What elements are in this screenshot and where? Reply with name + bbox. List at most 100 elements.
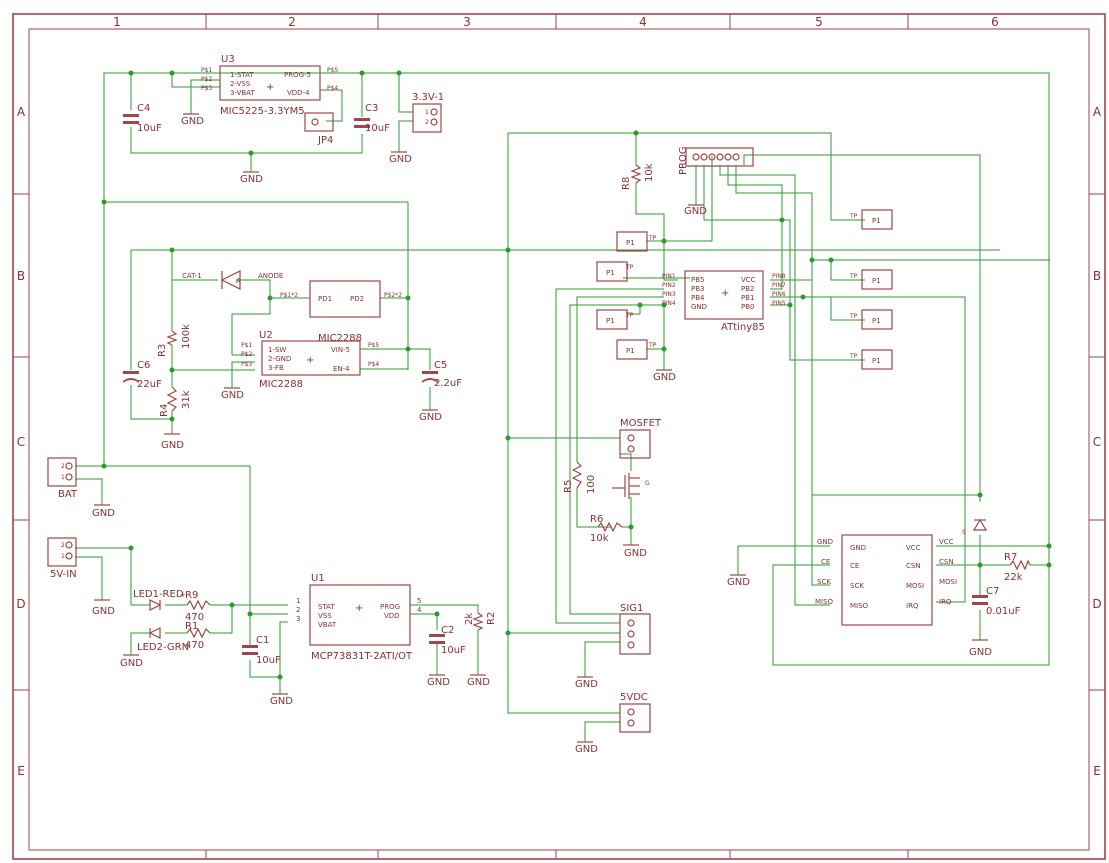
c6-ref: C6 (137, 360, 150, 371)
svg-text:TP: TP (625, 264, 634, 271)
c2-ref: C2 (441, 625, 454, 636)
r7-ref: R7 (1004, 552, 1017, 563)
u3-pin-2: 2-VSS (230, 80, 251, 88)
c3-capacitor[interactable]: C3 10uF (354, 103, 390, 134)
attiny-pin-2: PB3 (691, 285, 704, 293)
tp-left-3[interactable]: P1 TP (596, 309, 634, 330)
bat-ref: BAT (58, 489, 78, 500)
d1-diode[interactable]: CAT-1 ANODE A (182, 270, 283, 290)
bat-connector[interactable]: 2 1 BAT (47, 457, 78, 500)
vdc5-ref: 5VDC (620, 692, 648, 703)
u2-value-top: MIC2288 (318, 333, 362, 344)
gnd-16: GND (575, 676, 598, 690)
c5-capacitor[interactable]: C5 2.2uF (422, 360, 462, 389)
svg-text:GND: GND (419, 412, 442, 423)
jp4-jumper[interactable]: JP4 (304, 112, 334, 146)
svg-text:SCK: SCK (850, 582, 864, 590)
jp4-ref: JP4 (317, 135, 333, 146)
mosfet-transistor[interactable]: G (612, 473, 650, 499)
r5-resistor[interactable]: R5 100 (563, 461, 597, 494)
pd-n2: PD2 (350, 295, 364, 303)
attiny85[interactable]: ATtiny85 PB5 PB3 PB4 GND VCC PB2 PB1 PB0… (662, 270, 786, 333)
u1-pin-5: PROG (380, 603, 400, 611)
r9-resistor[interactable]: R9 470 (185, 590, 211, 623)
svg-text:1: 1 (61, 474, 65, 481)
c6-capacitor[interactable]: C6 22uF (123, 360, 162, 390)
attiny-origin: + (721, 288, 729, 299)
c1-value: 10uF (256, 655, 281, 666)
pd-n1: PD1 (318, 295, 332, 303)
svg-text:GND: GND (221, 390, 244, 401)
svg-text:GND: GND (684, 206, 707, 217)
svg-text:GND: GND (240, 174, 263, 185)
svg-text:1: 1 (61, 553, 65, 560)
tp-right-1[interactable]: P1 TP (849, 209, 893, 230)
vdc5-connector[interactable]: 5VDC (619, 692, 651, 733)
c1-capacitor[interactable]: C1 10uF (242, 635, 281, 666)
r1-value: 470 (185, 640, 204, 651)
r3-ref: R3 (157, 344, 168, 357)
svg-text:TP: TP (849, 213, 858, 220)
row-label-a: A (17, 105, 26, 119)
u2-boost[interactable]: U2 MIC2288 MIC2288 1-SW 2-GND 3-FB VIN-5… (241, 330, 379, 390)
prog-ref: PROG (678, 146, 689, 175)
connector-3v3[interactable]: 1 2 3.3V-1 (412, 92, 444, 133)
r8-resistor[interactable]: R8 10k (621, 163, 655, 190)
r6-resistor[interactable]: R6 10k (590, 514, 623, 544)
c2-capacitor[interactable]: C2 10uF (429, 625, 466, 656)
attiny-pin-7: PB2 (741, 285, 754, 293)
r4-resistor[interactable]: R4 31k (159, 386, 192, 417)
svg-text:GND: GND (817, 538, 833, 546)
tp-right-2[interactable]: P1 TP (849, 269, 893, 290)
u3-pin-5: PROG-5 (284, 71, 311, 79)
tp-right-4[interactable]: P1 TP (849, 349, 893, 370)
r6-value: 10k (590, 533, 609, 544)
led2-ref: LED2-GRN (137, 642, 189, 653)
gnd-9: GND (120, 654, 143, 669)
r7-resistor[interactable]: R7 22k (1004, 552, 1031, 583)
mosfet-connector[interactable]: MOSFET (619, 418, 662, 459)
sig1-connector[interactable]: SIG1 (619, 603, 651, 655)
gnd-18: GND (727, 574, 750, 588)
tp-left-4[interactable]: P1 TP (616, 339, 657, 360)
svg-text:MOSI: MOSI (906, 582, 924, 590)
u1-origin: + (355, 603, 363, 614)
prog-header[interactable]: PROG (678, 146, 754, 175)
tp-left-2[interactable]: P1 TP (596, 261, 634, 282)
r3-resistor[interactable]: R3 100k (157, 324, 192, 357)
u3-regulator[interactable]: U3 MIC5225-3.3YM5 1-STAT 2-VSS 3-VBAT PR… (201, 54, 338, 117)
svg-text:TP: TP (849, 353, 858, 360)
svg-text:P1: P1 (606, 317, 615, 325)
c3-ref: C3 (365, 103, 378, 114)
tp-right-3[interactable]: P1 TP (849, 309, 893, 330)
attiny-pn-7: PIN7 (772, 282, 786, 289)
svg-text:TP: TP (648, 342, 657, 349)
tp-left-1[interactable]: P1 TP (616, 231, 657, 252)
d2-diode[interactable]: S (962, 518, 988, 536)
vin5-connector[interactable]: 2 1 5V-IN (47, 537, 77, 580)
u2-pn-2: P$2 (241, 351, 252, 358)
attiny-pn-2: PIN2 (662, 282, 676, 289)
gnd-4: GND (221, 387, 244, 401)
r3-value: 100k (181, 324, 192, 349)
u1-pin-3: VBAT (318, 621, 337, 629)
pd-inductor[interactable]: PD1 PD2 P$1*2 P$2*2 (280, 280, 402, 318)
c7-capacitor[interactable]: C7 0.01uF (972, 586, 1021, 617)
led2[interactable]: LED2-GRN (137, 627, 189, 653)
u2-origin: + (306, 355, 314, 366)
rf-module[interactable]: GND CE SCK MISO VCC CSN MOSI IRQ GND CE … (815, 534, 957, 626)
c4-ref: C4 (137, 103, 150, 114)
svg-text:GND: GND (270, 696, 293, 707)
svg-text:S: S (962, 529, 966, 536)
gnd-14: GND (653, 369, 676, 383)
led1[interactable]: LED1-RED + (133, 589, 186, 611)
u1-charger[interactable]: U1 MCP73831T-2ATI/OT STAT VSS VBAT PROG … (296, 573, 422, 662)
c4-capacitor[interactable]: C4 10uF (123, 103, 162, 134)
attiny-ref: ATtiny85 (721, 322, 765, 333)
attiny-pn-1: PIN1 (662, 273, 676, 280)
r2-resistor[interactable]: 2k R2 (464, 612, 497, 631)
attiny-pn-3: PIN3 (662, 291, 676, 298)
r1-resistor[interactable]: R1 470 (185, 621, 211, 651)
r9-ref: R9 (185, 590, 198, 601)
u3-pin-1: 1-STAT (230, 71, 254, 79)
